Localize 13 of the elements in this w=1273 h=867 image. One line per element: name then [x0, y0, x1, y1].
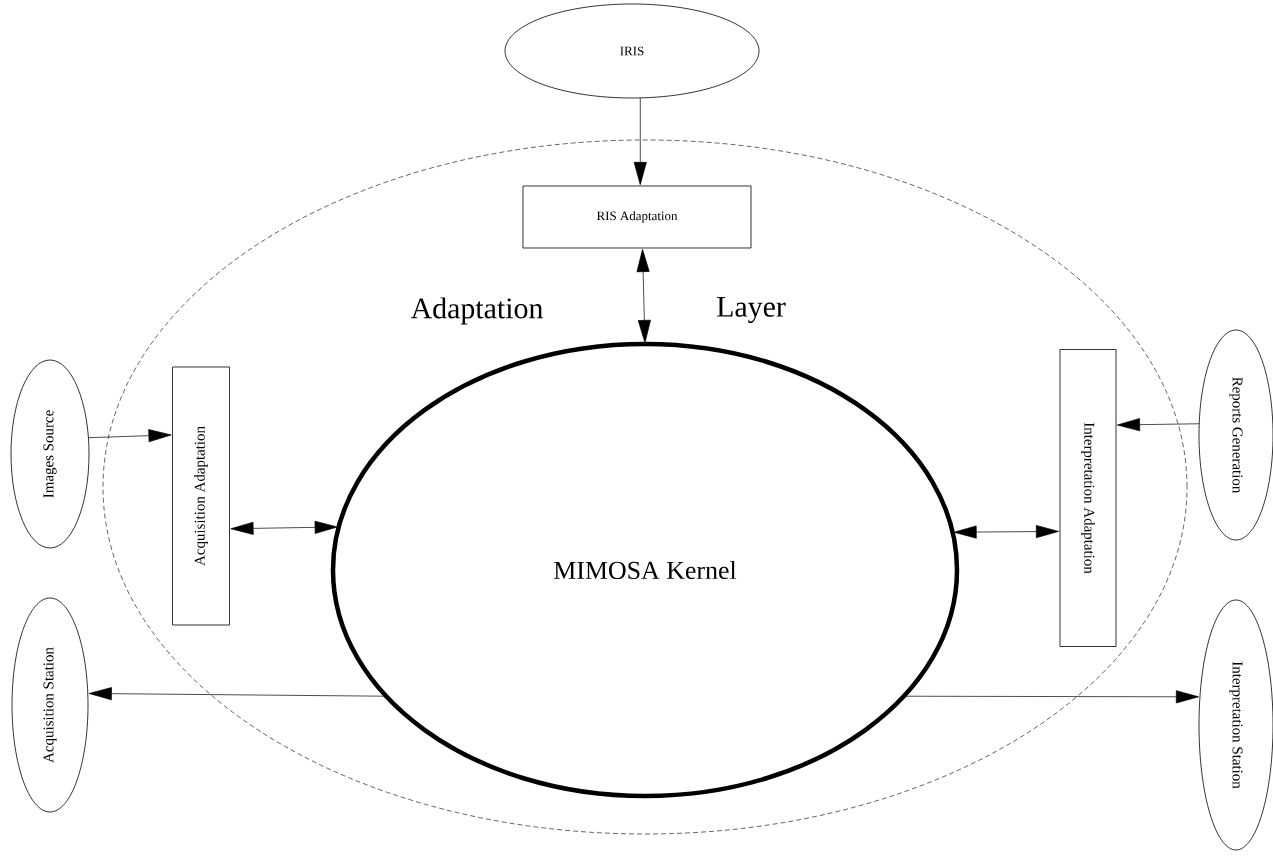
- arrow: [633, 97, 647, 185]
- arrow: [953, 525, 1059, 539]
- arrow: [903, 690, 1199, 704]
- adaptation-box: Acquisition Adaptation: [172, 366, 230, 626]
- layer-label: Layer: [717, 297, 786, 323]
- arrow: [88, 429, 172, 443]
- adaptation-box: Interpretation Adaptation: [1059, 349, 1117, 647]
- arrow: [230, 520, 338, 535]
- arrow: [1117, 418, 1200, 432]
- arrow: [636, 249, 651, 343]
- arrow: [88, 687, 387, 701]
- layer-label: Adaptation: [410, 297, 543, 325]
- adaptation-box: RIS Adaptation: [522, 185, 752, 249]
